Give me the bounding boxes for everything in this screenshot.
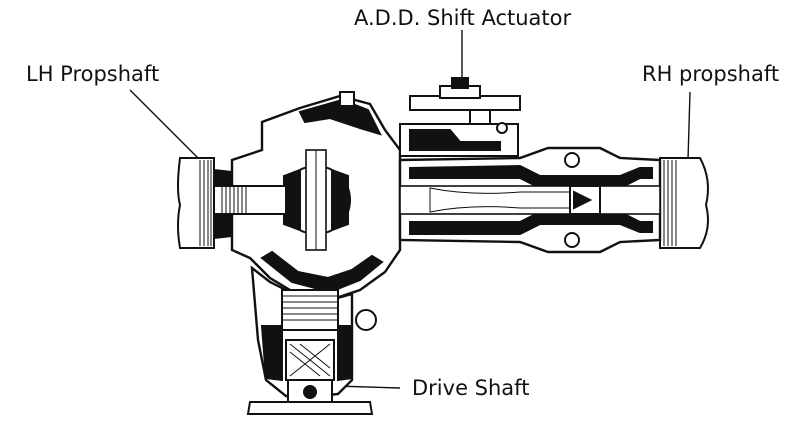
lh-axle-shaft	[213, 185, 287, 215]
label-lh-propshaft: LH Propshaft	[26, 62, 160, 86]
label-add-shift-actuator: A.D.D. Shift Actuator	[354, 6, 572, 30]
label-rh-propshaft: RH propshaft	[642, 62, 780, 86]
leader-rh	[687, 91, 691, 161]
pinion-housing	[250, 265, 377, 398]
drive-shaft-flange	[246, 379, 374, 415]
label-drive-shaft: Drive Shaft	[412, 376, 530, 400]
leader-lh	[129, 89, 201, 161]
axle-tube-housing	[398, 146, 662, 254]
shift-actuator	[399, 77, 521, 157]
